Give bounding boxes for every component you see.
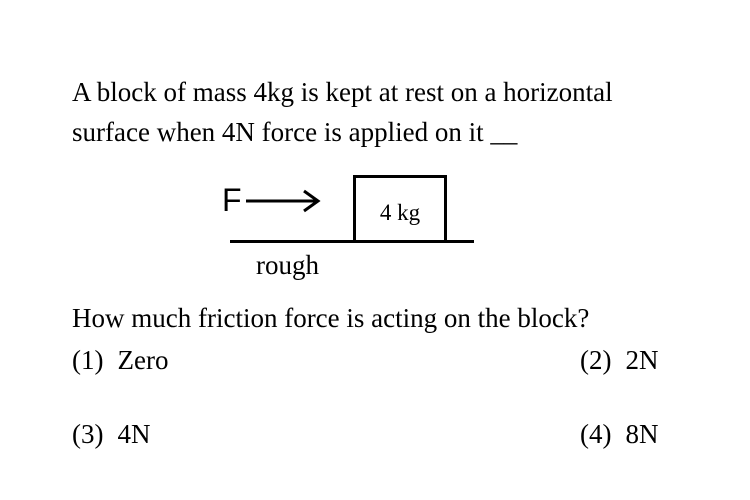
- force-arrow-head: [303, 189, 321, 213]
- option-number: (4): [580, 419, 612, 449]
- option-text: Zero: [117, 345, 169, 375]
- option-2: (2) 2N: [580, 344, 658, 376]
- block-mass-label: 4 kg: [379, 200, 421, 225]
- option-number: (1): [72, 345, 104, 375]
- option-4: (4) 8N: [580, 418, 658, 450]
- option-number: (2): [580, 345, 612, 375]
- option-3: (3) 4N: [72, 418, 150, 450]
- question-line-2: surface when 4N force is applied on it _…: [72, 117, 518, 147]
- option-text: 4N: [117, 419, 151, 449]
- option-1: (1) Zero: [72, 344, 168, 376]
- sub-question: How much friction force is acting on the…: [72, 303, 590, 333]
- option-text: 2N: [625, 345, 659, 375]
- force-label: F: [222, 182, 242, 218]
- question-line-1: A block of mass 4kg is kept at rest on a…: [72, 77, 613, 107]
- option-number: (3): [72, 419, 104, 449]
- option-text: 8N: [625, 419, 659, 449]
- mass-block: 4 kg: [353, 175, 447, 242]
- ground-surface-line: [230, 240, 474, 243]
- surface-label: rough: [256, 250, 319, 280]
